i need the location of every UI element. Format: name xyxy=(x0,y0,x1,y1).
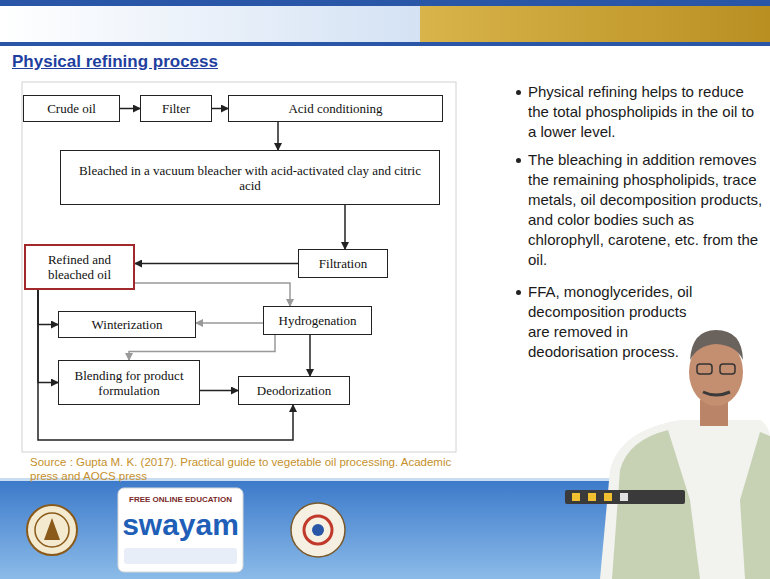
box-label: Crude oil xyxy=(47,101,96,116)
process-box: Deodorization xyxy=(238,376,350,405)
bullet-item: FFA, monoglycerides, oil decomposition p… xyxy=(514,282,693,362)
flow-arrow xyxy=(120,108,140,110)
logo-tagline: FREE ONLINE EDUCATION xyxy=(124,495,237,504)
flow-arrow xyxy=(212,108,228,110)
header-panel xyxy=(0,6,420,42)
bullet-text: The bleaching in addition removes the re… xyxy=(528,150,764,270)
flow-arrow xyxy=(196,322,263,324)
flow-arrow xyxy=(344,205,346,249)
box-label: Blending for product formulation xyxy=(65,368,193,398)
box-label: Filtration xyxy=(319,256,367,271)
box-label: Deodorization xyxy=(257,383,331,398)
flow-arrow xyxy=(135,283,290,306)
player-toolbar xyxy=(565,490,685,504)
process-box: Blending for product formulation xyxy=(58,360,200,405)
process-box: Bleached in a vacuum bleacher with acid-… xyxy=(60,150,440,205)
flow-arrow xyxy=(129,335,275,360)
process-box: Crude oil xyxy=(23,95,120,122)
bullet-dot xyxy=(516,290,521,295)
box-label: Winterization xyxy=(92,317,163,332)
header-line xyxy=(0,42,770,46)
bullet-dot xyxy=(516,90,521,95)
box-label: Bleached in a vacuum bleacher with acid-… xyxy=(67,163,433,193)
flow-arrow xyxy=(309,335,311,376)
source-note: Source : Gupta M. K. (2017). Practical g… xyxy=(30,455,460,483)
flow-arrow xyxy=(38,290,58,383)
flow-arrow xyxy=(135,263,298,265)
bullet-dot xyxy=(516,158,521,163)
box-label: Hydrogenation xyxy=(279,313,357,328)
box-label: Filter xyxy=(162,101,190,116)
header-bar xyxy=(0,0,770,6)
swayam-logo xyxy=(118,488,243,572)
flow-arrow xyxy=(38,290,58,325)
bullet-list: Physical refining helps to reduce the to… xyxy=(514,82,764,370)
header-gold xyxy=(420,6,770,42)
process-box: Filtration xyxy=(298,249,388,278)
bullet-item: Physical refining helps to reduce the to… xyxy=(514,82,764,142)
logo-wordmark: swayam xyxy=(118,508,243,542)
presenter xyxy=(600,330,770,579)
figure-frame xyxy=(22,82,456,452)
box-label: Acid conditioning xyxy=(288,101,382,116)
process-box: Refined and bleached oil xyxy=(24,244,135,290)
bullet-item: The bleaching in addition removes the re… xyxy=(514,150,764,270)
iit-logo xyxy=(27,505,77,555)
process-box: Acid conditioning xyxy=(228,95,443,122)
bullet-text: FFA, monoglycerides, oil decomposition p… xyxy=(528,282,693,362)
flow-arrow xyxy=(38,290,293,440)
partner-logo xyxy=(291,503,345,557)
slide-title: Physical refining process xyxy=(12,52,218,72)
bullet-text: Physical refining helps to reduce the to… xyxy=(528,82,764,142)
flow-arrow xyxy=(277,122,279,150)
process-box: Filter xyxy=(140,95,212,122)
box-label: Refined and bleached oil xyxy=(32,252,127,282)
process-box: Winterization xyxy=(58,311,196,338)
flow-arrow xyxy=(200,390,238,392)
process-box: Hydrogenation xyxy=(263,306,372,335)
